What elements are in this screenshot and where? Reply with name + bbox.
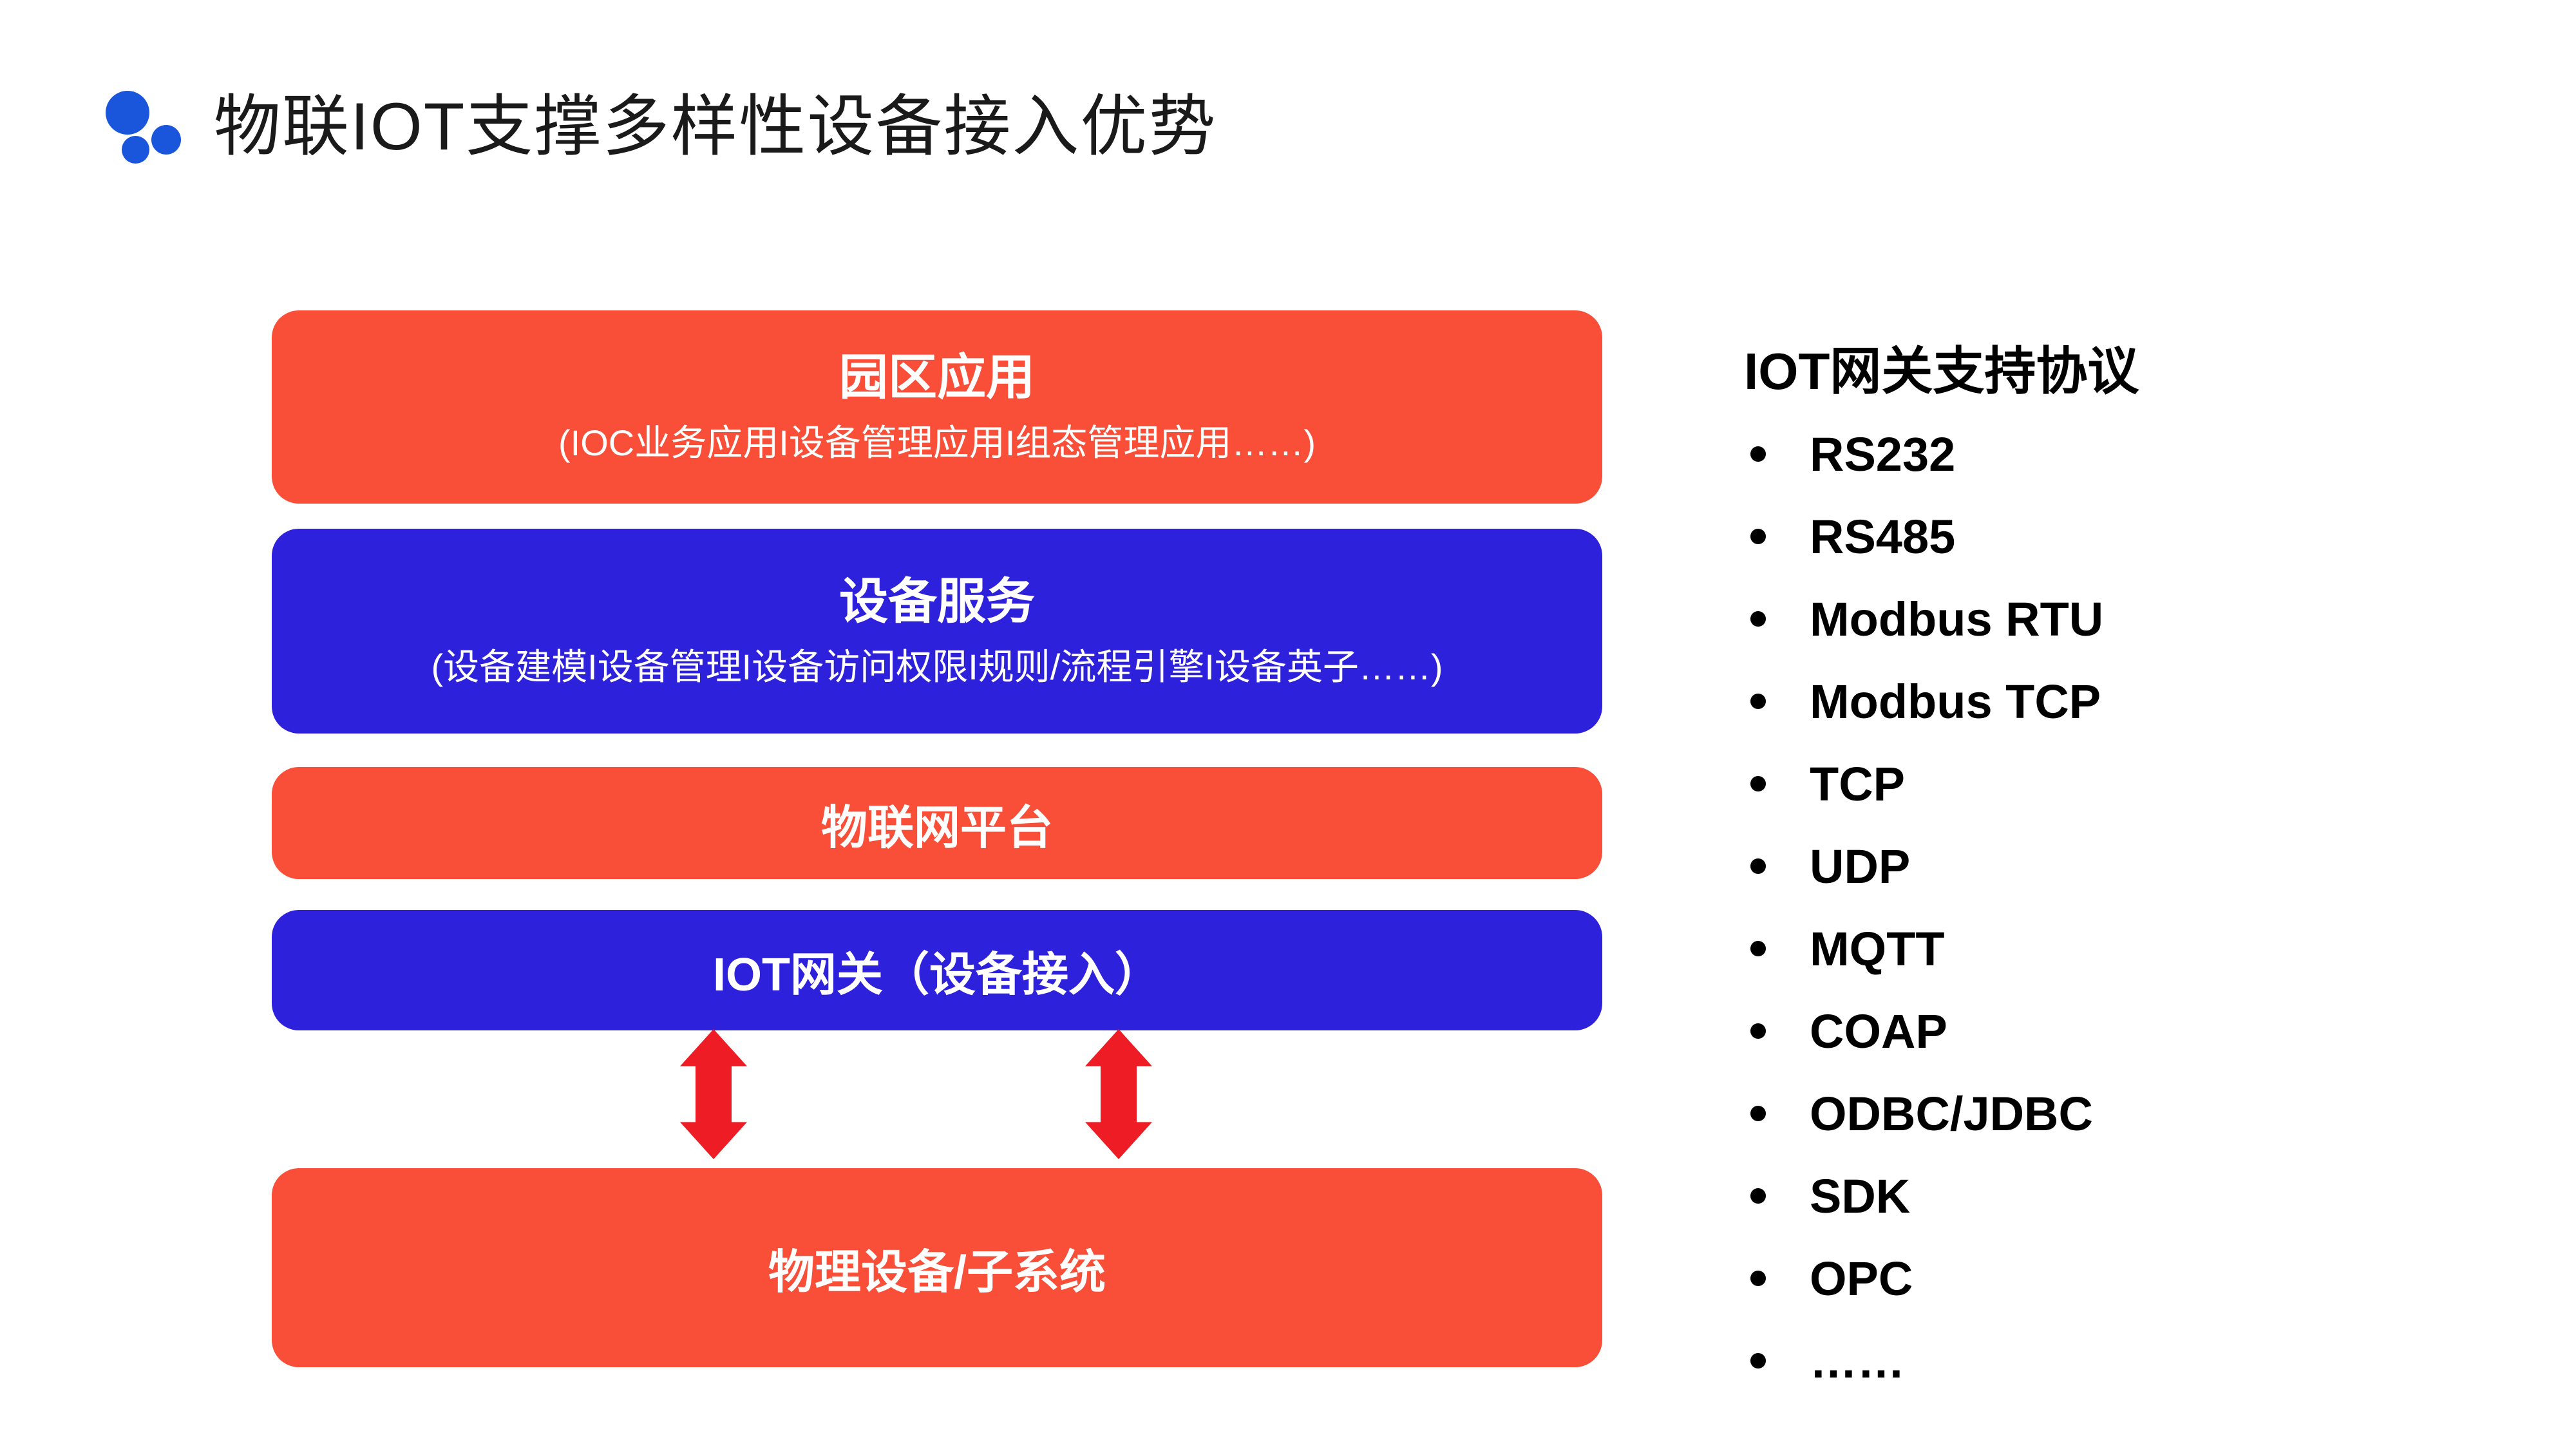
bullet-dot-icon: [1750, 611, 1766, 627]
layer-title: 设备服务: [839, 574, 1035, 629]
bullet-dot-icon: [1750, 941, 1766, 956]
brand-logo-icon: [103, 87, 193, 171]
protocol-label: OPC: [1810, 1251, 1913, 1305]
layer-box-campus-applications: 园区应用 (IOC业务应用I设备管理应用I组态管理应用……): [272, 310, 1602, 504]
protocol-label: MQTT: [1810, 922, 1945, 976]
list-item: ……: [1750, 1320, 2103, 1402]
bullet-dot-icon: [1750, 1106, 1766, 1121]
bullet-dot-icon: [1750, 1353, 1766, 1368]
layer-box-physical-devices: 物理设备/子系统: [272, 1168, 1602, 1367]
bullet-dot-icon: [1750, 776, 1766, 791]
protocol-label: Modbus RTU: [1810, 592, 2104, 646]
list-item: RS232: [1750, 413, 2103, 495]
logo-dot-small-icon: [122, 136, 149, 164]
layer-box-iot-platform: 物联网平台: [272, 767, 1602, 879]
bullet-dot-icon: [1750, 529, 1766, 544]
logo-dot-large-icon: [106, 91, 149, 135]
protocols-list: RS232 RS485 Modbus RTU Modbus TCP TCP UD…: [1750, 413, 2103, 1402]
list-item: UDP: [1750, 825, 2103, 907]
layer-box-device-services: 设备服务 (设备建模I设备管理I设备访问权限I规则/流程引擎I设备英子……): [272, 529, 1602, 734]
layer-title: IOT网关（设备接入）: [713, 949, 1161, 1001]
bullet-dot-icon: [1750, 1023, 1766, 1039]
list-item: TCP: [1750, 743, 2103, 825]
list-item: OPC: [1750, 1237, 2103, 1320]
protocol-label: TCP: [1810, 757, 1905, 811]
up-down-arrow-icon: [1083, 1029, 1154, 1159]
page-title: 物联IOT支撑多样性设备接入优势: [214, 90, 1217, 164]
layer-title: 园区应用: [839, 350, 1035, 405]
layer-subtitle: (设备建模I设备管理I设备访问权限I规则/流程引擎I设备英子……): [431, 647, 1443, 688]
protocol-label: RS485: [1810, 509, 1956, 564]
bullet-dot-icon: [1750, 694, 1766, 709]
protocol-label: Modbus TCP: [1810, 674, 2101, 728]
list-item: MQTT: [1750, 907, 2103, 990]
protocol-label: RS232: [1810, 427, 1956, 481]
list-item: SDK: [1750, 1155, 2103, 1237]
bullet-dot-icon: [1750, 1271, 1766, 1286]
layer-subtitle: (IOC业务应用I设备管理应用I组态管理应用……): [558, 422, 1316, 464]
protocols-heading: IOT网关支持协议: [1744, 343, 2139, 400]
list-item: COAP: [1750, 990, 2103, 1072]
layer-box-iot-gateway: IOT网关（设备接入）: [272, 910, 1602, 1030]
protocol-label: ……: [1810, 1334, 1905, 1388]
protocol-label: SDK: [1810, 1169, 1911, 1223]
protocol-label: COAP: [1810, 1004, 1947, 1058]
list-item: Modbus TCP: [1750, 660, 2103, 743]
list-item: RS485: [1750, 495, 2103, 578]
list-item: Modbus RTU: [1750, 578, 2103, 660]
bullet-dot-icon: [1750, 446, 1766, 462]
layer-title: 物理设备/子系统: [768, 1247, 1106, 1298]
bullet-dot-icon: [1750, 858, 1766, 874]
list-item: ODBC/JDBC: [1750, 1072, 2103, 1155]
protocol-label: UDP: [1810, 839, 1911, 893]
layer-title: 物联网平台: [820, 802, 1053, 854]
bullet-dot-icon: [1750, 1188, 1766, 1204]
logo-dot-medium-icon: [151, 125, 181, 155]
protocol-label: ODBC/JDBC: [1810, 1086, 2093, 1141]
up-down-arrow-icon: [678, 1029, 749, 1159]
